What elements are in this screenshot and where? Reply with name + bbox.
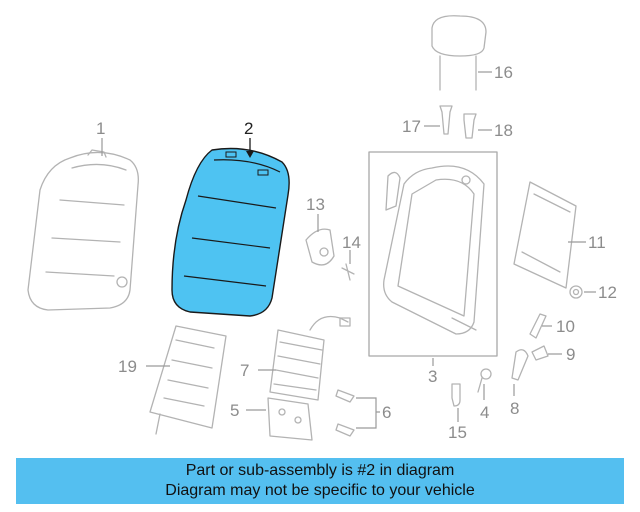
part-17-guide <box>439 105 453 135</box>
part-19-heater-mat <box>149 325 227 435</box>
label-7: 7 <box>240 361 249 380</box>
banner-line-2: Diagram may not be specific to your vehi… <box>165 482 475 499</box>
part-7-lumbar <box>269 315 351 401</box>
label-2: 2 <box>244 119 253 138</box>
label-1: 1 <box>96 119 105 138</box>
label-12: 12 <box>598 283 617 302</box>
label-5: 5 <box>230 401 239 420</box>
part-2-seat-back-pad <box>171 147 290 317</box>
label-13: 13 <box>306 195 325 214</box>
part-8-lever <box>511 349 529 381</box>
part-11-back-panel <box>513 181 577 289</box>
part-15-hook <box>451 383 461 407</box>
label-14: 14 <box>342 233 361 252</box>
part-16-headrest <box>431 15 487 91</box>
diagram-canvas: 1 2 19 7 5 6 <box>27 15 617 442</box>
part-13-cover <box>305 228 335 266</box>
part-14-screw <box>341 263 355 281</box>
label-8: 8 <box>510 399 519 418</box>
part-12-grommet <box>569 285 583 299</box>
label-18: 18 <box>494 121 513 140</box>
label-6: 6 <box>382 403 391 422</box>
label-9: 9 <box>566 345 575 364</box>
label-11: 11 <box>588 233 606 252</box>
banner-line-1: Part or sub-assembly is #2 in diagram <box>185 462 455 479</box>
info-banner: Part or sub-assembly is #2 in diagram Di… <box>16 458 624 504</box>
label-19: 19 <box>118 357 137 376</box>
label-4: 4 <box>480 403 489 422</box>
label-15: 15 <box>448 423 467 442</box>
part-1-seat-back <box>27 149 139 311</box>
part-3-frame-box <box>368 151 498 357</box>
label-17: 17 <box>402 117 421 136</box>
label-10: 10 <box>556 317 575 336</box>
leader-2-arrow <box>246 151 254 158</box>
part-6-clips <box>335 389 380 437</box>
pad-shape <box>171 147 290 317</box>
part-5-bracket <box>267 397 313 441</box>
label-3: 3 <box>428 367 437 386</box>
part-10-knob <box>529 313 547 339</box>
part-9-clip <box>531 345 549 361</box>
part-18-guide-lock <box>463 113 477 139</box>
part-4-bolt <box>477 368 492 393</box>
label-16: 16 <box>494 63 513 82</box>
